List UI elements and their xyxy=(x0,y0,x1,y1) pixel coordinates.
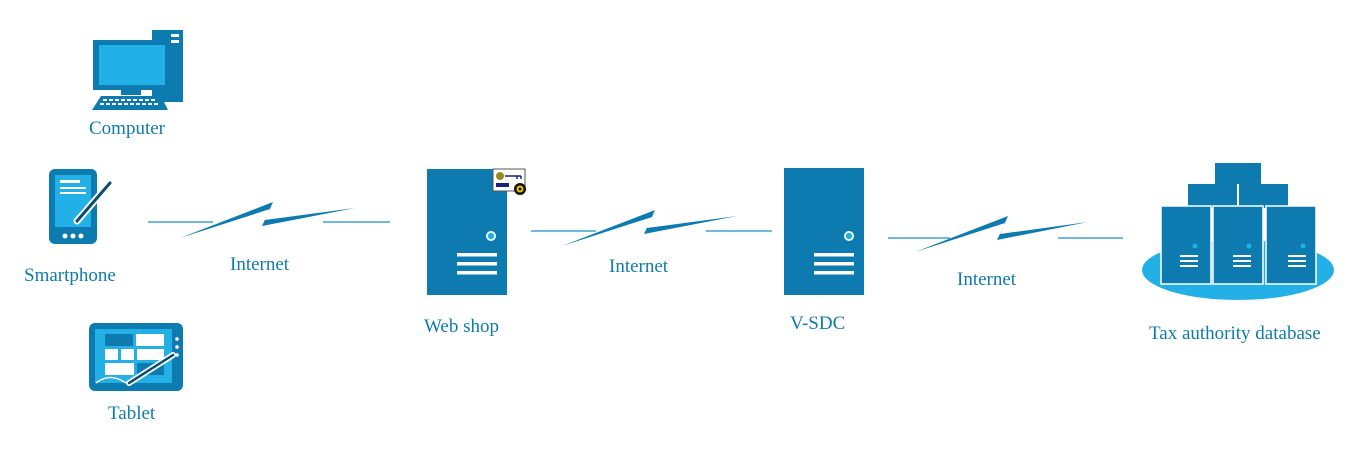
vsdc-label: V-SDC xyxy=(790,313,846,334)
internet-label-3: Internet xyxy=(957,269,1017,290)
vsdc-server-icon xyxy=(784,168,864,295)
lightning-link-icon xyxy=(148,202,390,238)
lightning-link-icon xyxy=(531,210,772,246)
server-cluster-icon xyxy=(1142,163,1334,300)
certificate-key-icon xyxy=(492,168,526,195)
desktop-computer-icon xyxy=(92,30,183,110)
internet-label-1: Internet xyxy=(230,254,290,275)
tablet-label: Tablet xyxy=(108,403,156,424)
smartphone-icon xyxy=(49,169,114,244)
tablet-icon xyxy=(89,323,183,391)
lightning-link-icon xyxy=(888,216,1123,252)
tax-authority-database-label: Tax authority database xyxy=(1149,323,1321,344)
internet-label-2: Internet xyxy=(609,256,669,277)
smartphone-label: Smartphone xyxy=(24,265,116,286)
computer-label: Computer xyxy=(89,118,165,139)
web-shop-label: Web shop xyxy=(424,316,499,337)
